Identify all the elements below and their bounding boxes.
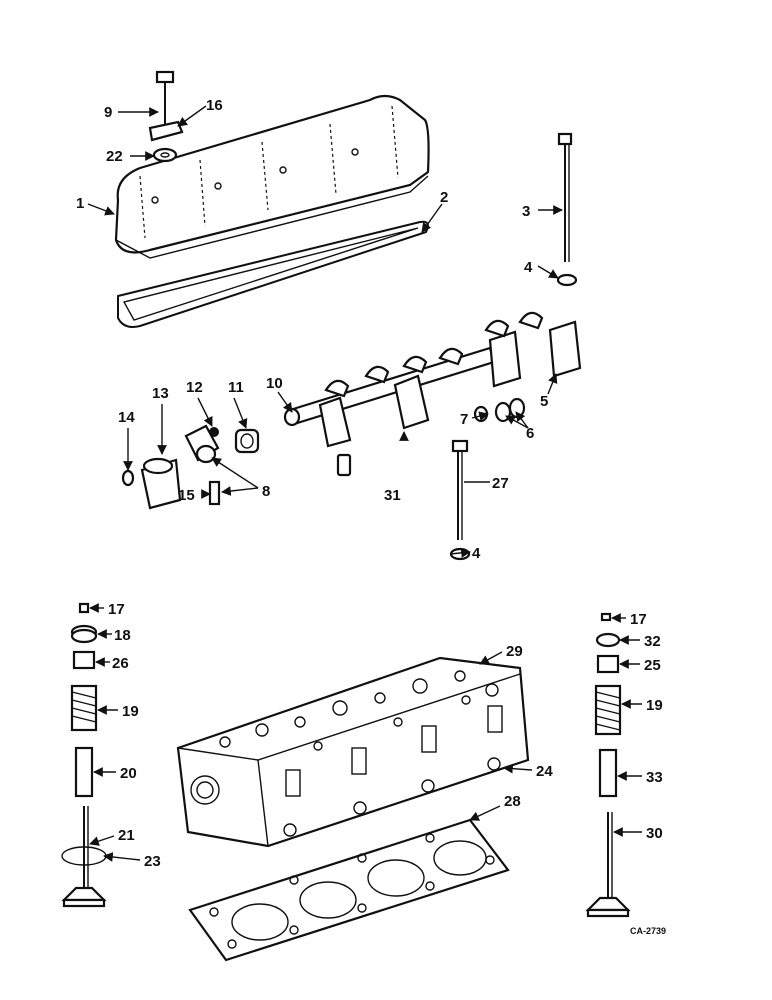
callout-2: 2 [440, 189, 448, 206]
leader-lines [87, 105, 642, 862]
rocker-small-parts [121, 424, 260, 510]
callout-14: 14 [118, 409, 135, 426]
callout-6: 6 [526, 425, 534, 442]
callout-13: 13 [152, 385, 169, 402]
callout-19: 19 [122, 703, 139, 720]
callout-5: 5 [540, 393, 548, 410]
callout-17: 17 [108, 601, 125, 618]
callout-16: 16 [206, 97, 223, 114]
callout-25: 25 [644, 657, 661, 674]
callout-18: 18 [114, 627, 131, 644]
callout-labels: 1 2 3 4 5 6 7 8 9 10 11 12 13 14 15 16 2… [76, 97, 666, 936]
callout-11: 11 [228, 379, 244, 396]
rocker-stud [556, 132, 578, 287]
cylinder-head [176, 656, 530, 848]
cover-bolt [148, 70, 184, 163]
callout-8: 8 [262, 483, 270, 500]
callout-23: 23 [144, 853, 161, 870]
callout-29: 29 [506, 643, 523, 660]
valve-cover-gasket [117, 220, 429, 328]
callout-1: 1 [76, 195, 84, 212]
callout-24: 24 [536, 763, 553, 780]
callout-27: 27 [492, 475, 509, 492]
valve-cover [114, 94, 430, 259]
callout-19b: 19 [646, 697, 663, 714]
callout-17b: 17 [630, 611, 647, 628]
head-gasket [188, 818, 510, 962]
callout-30: 30 [646, 825, 663, 842]
callout-12: 12 [186, 379, 203, 396]
intake-valve-stack [61, 602, 107, 908]
long-stud [449, 439, 471, 561]
exhaust-valve-stack [585, 612, 631, 918]
callout-33: 33 [646, 769, 663, 786]
callout-3: 3 [522, 203, 530, 220]
callout-32: 32 [644, 633, 661, 650]
callout-22: 22 [106, 148, 123, 165]
drawing-code: CA-2739 [630, 926, 666, 936]
callout-31: 31 [384, 487, 401, 504]
callout-4b: 4 [472, 545, 481, 562]
callout-15: 15 [178, 487, 195, 504]
callout-28: 28 [504, 793, 521, 810]
callout-4: 4 [524, 259, 533, 276]
callout-21: 21 [118, 827, 135, 844]
callout-7: 7 [460, 411, 468, 428]
callout-9: 9 [104, 104, 112, 121]
callout-26: 26 [112, 655, 129, 672]
rocker-arm-assembly [283, 311, 582, 477]
callout-20: 20 [120, 765, 137, 782]
callout-10: 10 [266, 375, 283, 392]
